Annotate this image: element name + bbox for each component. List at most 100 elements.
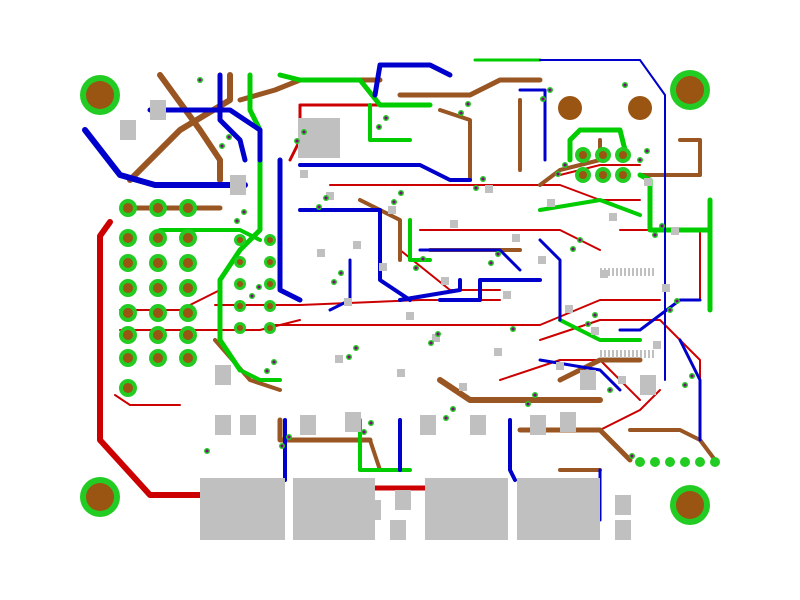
via (198, 78, 202, 82)
header-pad (123, 383, 133, 393)
via (317, 205, 321, 209)
smd-pad (618, 376, 626, 384)
ic-pin (604, 268, 606, 276)
header-pad (579, 171, 587, 179)
brown-trace (237, 77, 383, 103)
smd-pad (215, 365, 231, 385)
red-trace (329, 184, 641, 201)
header-pad-ring (635, 457, 645, 467)
header-pad-ring (665, 457, 675, 467)
via (339, 271, 343, 275)
blue-trace (518, 88, 547, 162)
blue-trace (82, 127, 248, 188)
red-trace (419, 229, 601, 251)
header-pad (153, 330, 163, 340)
smd-pad (653, 341, 661, 349)
header-pad (123, 258, 133, 268)
via (548, 88, 552, 92)
header-pad (123, 203, 133, 213)
via (638, 158, 642, 162)
ic-pin (612, 350, 614, 358)
via (586, 322, 590, 326)
ic-pin (636, 268, 638, 276)
smd-pad (494, 348, 502, 356)
green-trace (558, 318, 642, 342)
header-pad (619, 151, 627, 159)
header-pad (237, 237, 243, 243)
through-hole-pads (80, 70, 720, 525)
ic-pin (620, 268, 622, 276)
header-pad (237, 325, 243, 331)
blue-trace (678, 338, 702, 442)
smd-pad (662, 284, 670, 292)
brown-trace (127, 72, 233, 183)
via (265, 369, 269, 373)
via (578, 238, 582, 242)
smd-pad (240, 415, 256, 435)
red-trace (599, 389, 661, 431)
via (272, 360, 276, 364)
via (556, 172, 560, 176)
ic-pin (632, 350, 634, 358)
blue-trace (372, 62, 453, 98)
ic-pin (624, 350, 626, 358)
header-pad (599, 171, 607, 179)
ic-pin (600, 350, 602, 358)
smd-pad (671, 227, 679, 235)
smd-pad (450, 220, 458, 228)
brown-trace (397, 77, 543, 98)
header-pad (267, 281, 273, 287)
via (623, 83, 627, 87)
via (295, 139, 299, 143)
via (511, 327, 515, 331)
smd-pad (420, 415, 436, 435)
header-pad (267, 303, 273, 309)
ic-pin (600, 268, 602, 276)
header-pad (237, 303, 243, 309)
green-trace (408, 218, 432, 262)
via (474, 186, 478, 190)
blue-trace (418, 248, 522, 272)
green-trace (567, 127, 628, 163)
smd-pad (432, 334, 440, 342)
via (466, 102, 470, 106)
via (220, 144, 224, 148)
via (660, 224, 664, 228)
green-trace (637, 172, 713, 233)
red-trace (559, 164, 641, 176)
header-pad-ring (695, 457, 705, 467)
via (630, 454, 634, 458)
smd-pad (120, 120, 136, 140)
ic-pin (636, 350, 638, 358)
brown-trace (157, 72, 223, 183)
header-pad (183, 353, 193, 363)
red-trace (114, 394, 181, 406)
brown-trace (638, 138, 702, 177)
header-pad-ring (680, 457, 690, 467)
via (332, 280, 336, 284)
header-pad (123, 353, 133, 363)
via (287, 435, 291, 439)
ic-pin (612, 268, 614, 276)
header-pad (123, 283, 133, 293)
via (369, 421, 373, 425)
via (227, 135, 231, 139)
header-pad-ring (650, 457, 660, 467)
via (250, 294, 254, 298)
blue-layer-traces (82, 59, 702, 522)
header-pad (153, 203, 163, 213)
via (533, 393, 537, 397)
smd-pad (300, 170, 308, 178)
smd-pad (344, 298, 352, 306)
brown-trace (438, 108, 472, 182)
via (608, 388, 612, 392)
smd-pad (353, 241, 361, 249)
smd-pad (441, 277, 449, 285)
blue-trace (539, 59, 666, 381)
green-trace (368, 103, 412, 142)
smd-pad (556, 362, 564, 370)
smd-pad (565, 305, 573, 313)
blue-trace (538, 238, 562, 322)
